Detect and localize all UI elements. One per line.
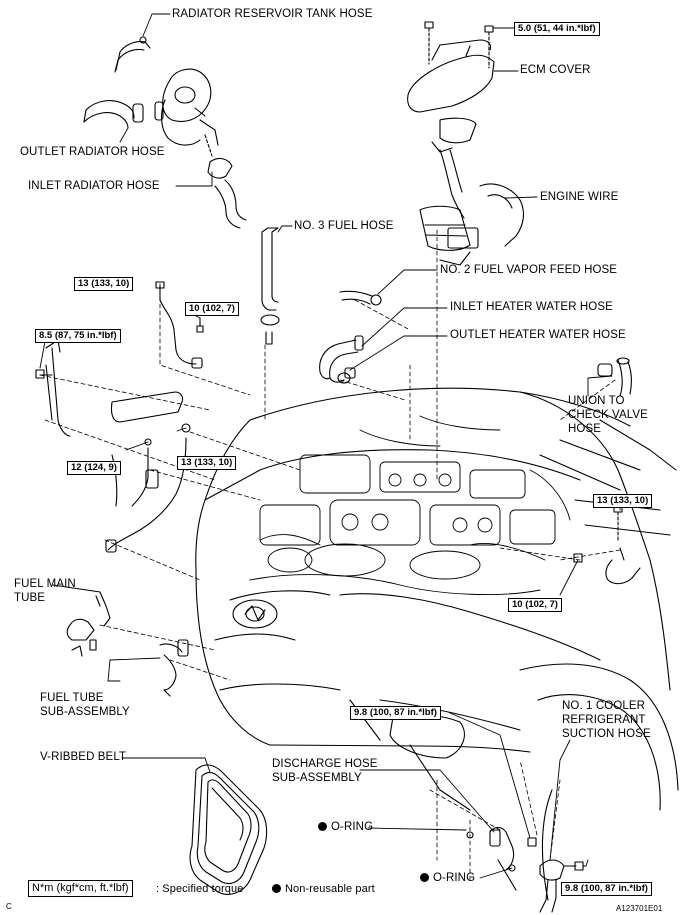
radiator-reservoir-tank-hose-label: RADIATOR RESERVOIR TANK HOSE [172, 8, 373, 20]
no2-vapor-hose [339, 290, 382, 306]
torque-box-10-upper: 10 (102, 7) [185, 302, 239, 316]
o-ring-label-lower: O-RING [420, 872, 475, 885]
heater-hoses [319, 335, 364, 384]
torque-box-13-middle: 13 (133, 10) [177, 456, 237, 470]
torque-box-13-right: 13 (133, 10) [593, 494, 653, 508]
v-ribbed-belt [189, 764, 268, 895]
o-ring-label-upper: O-RING [318, 821, 373, 834]
union-to-check-valve-hose-label-line1: UNION TO [568, 395, 625, 407]
torque-box-9-8-upper: 9.8 (100, 87 in.*lbf) [350, 706, 441, 720]
outlet-radiator-hose-label: OUTLET RADIATOR HOSE [20, 146, 165, 158]
no1-cooler-refrigerant-suction-hose-label-line2: REFRIGERANT [562, 714, 646, 726]
legend-dot-icon [272, 884, 281, 893]
inlet-heater-water-hose-label: INLET HEATER WATER HOSE [450, 301, 613, 313]
o-ring-text-upper: O-RING [331, 821, 374, 833]
fuel-tube-subassembly-label-line1: FUEL TUBE [40, 692, 104, 704]
torque-box-ecm-cover: 5.0 (51, 44 in.*lbf) [514, 22, 600, 36]
legend-non-reusable-text: Non-reusable part [285, 883, 375, 895]
check-valve-hose [597, 357, 632, 397]
legend-specified-torque: : Specified torque [156, 883, 244, 895]
outlet-heater-water-hose-label: OUTLET HEATER WATER HOSE [450, 329, 626, 341]
legend-non-reusable: Non-reusable part [272, 883, 375, 896]
leader-lines [39, 13, 621, 879]
engine-bay [249, 415, 571, 596]
suction-hose [539, 859, 584, 913]
fuel-tube-subassembly-label-line2: SUB-ASSEMBLY [40, 706, 130, 718]
no1-cooler-refrigerant-suction-hose-label-line1: NO. 1 COOLER [562, 700, 645, 712]
no3-fuel-hose [260, 227, 280, 345]
o-ring-text-lower: O-RING [433, 872, 476, 884]
ecm-cover-label: ECM COVER [520, 64, 591, 76]
non-reusable-dot-icon [318, 822, 327, 831]
discharge-hose-subassembly-label-line1: DISCHARGE HOSE [272, 758, 378, 770]
inlet-radiator-hose-label: INLET RADIATOR HOSE [28, 180, 160, 192]
engine-wire-label: ENGINE WIRE [540, 191, 619, 203]
no2-fuel-vapor-feed-hose-label: NO. 2 FUEL VAPOR FEED HOSE [440, 264, 618, 276]
figure-id: A123701E01 [616, 904, 663, 913]
union-to-check-valve-hose-label-line3: HOSE [568, 423, 601, 435]
no1-cooler-refrigerant-suction-hose-label-line3: SUCTION HOSE [562, 728, 651, 740]
fuel-main-tube [66, 591, 111, 657]
union-to-check-valve-hose-label-line2: CHECK VALVE [568, 409, 648, 421]
fuel-main-tube-label-line2: TUBE [14, 592, 46, 604]
torque-box-13-upper: 13 (133, 10) [74, 277, 134, 291]
torque-box-12: 12 (124, 9) [67, 461, 121, 475]
right-bracket [573, 504, 641, 585]
discharge-hose-subassembly-label-line2: SUB-ASSEMBLY [272, 772, 362, 784]
radiator-hose-group [83, 36, 247, 229]
fuel-main-tube-label-line1: FUEL MAIN [14, 578, 76, 590]
torque-box-8-5: 8.5 (87, 75 in.*lbf) [35, 329, 121, 343]
legend-unit-box: N*m (kgf*cm, ft.*lbf) [28, 880, 133, 897]
non-reusable-dot-icon [420, 873, 429, 882]
discharge-hose [466, 826, 537, 891]
corner-letter: C [6, 902, 12, 911]
torque-box-9-8-lower: 9.8 (100, 87 in.*lbf) [561, 882, 652, 896]
no3-fuel-hose-label: NO. 3 FUEL HOSE [294, 220, 394, 232]
ecm-cover-group [407, 21, 525, 266]
fuel-tube-subassembly [159, 639, 189, 697]
v-ribbed-belt-label: V-RIBBED BELT [40, 751, 127, 763]
vehicle-body [195, 387, 679, 901]
left-harness [35, 281, 204, 553]
torque-box-10-lower: 10 (102, 7) [508, 598, 562, 612]
leader-dashes [39, 229, 621, 881]
